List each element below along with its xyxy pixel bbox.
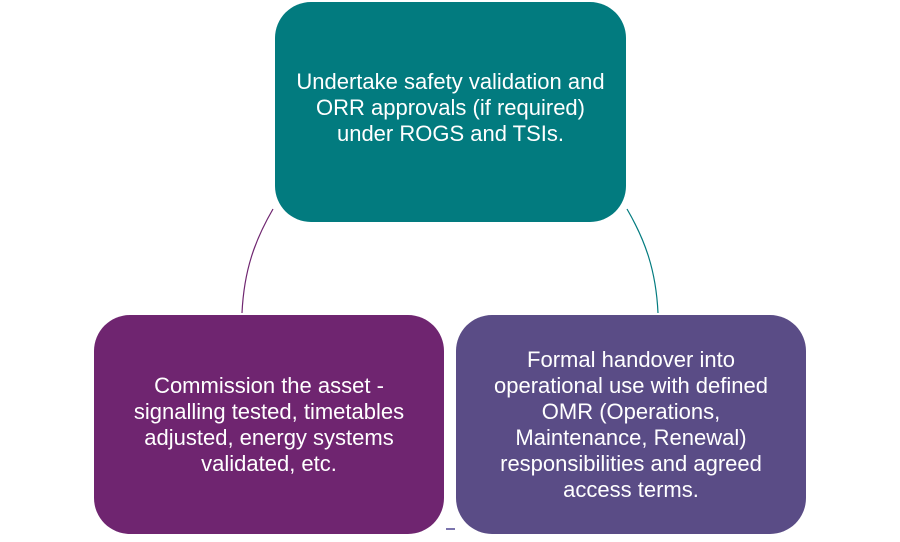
node-text-top: Undertake safety validation and ORR appr… [296,69,605,146]
cycle-node-right: Formal handover into operational use wit… [456,315,806,534]
node-text-left: Commission the asset - signalling tested… [133,372,405,476]
node-text-right: Formal handover into operational use wit… [494,346,768,502]
connector-left-to-top [241,208,274,314]
cycle-node-left: Commission the asset - signalling tested… [94,315,444,534]
cycle-node-top: Undertake safety validation and ORR appr… [275,2,626,222]
connector-right-to-left [446,528,455,530]
connector-top-to-right [626,208,659,314]
